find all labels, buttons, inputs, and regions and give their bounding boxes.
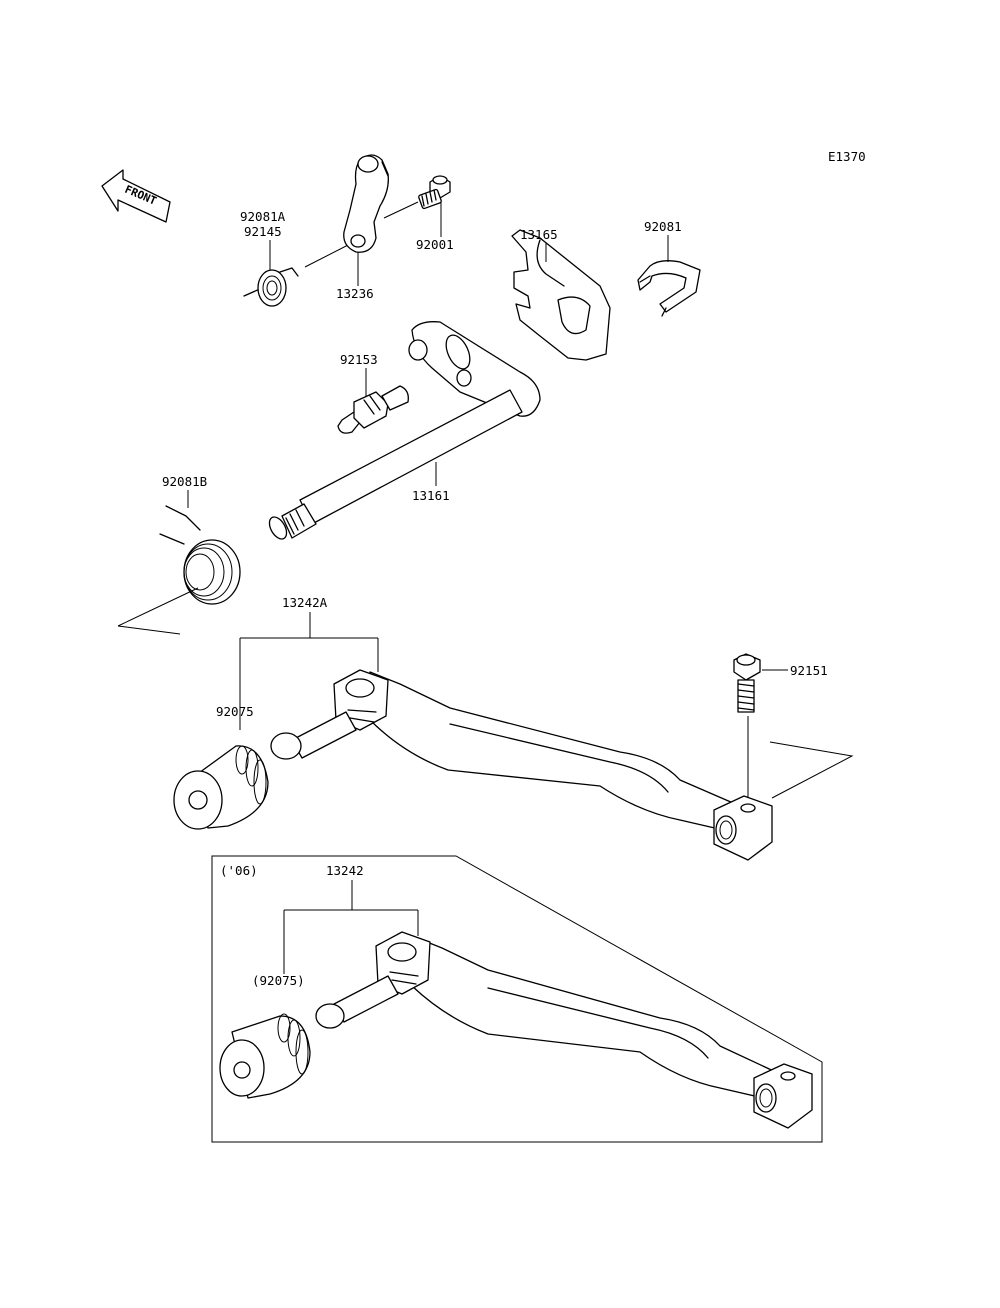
- pedal-13242: [315, 931, 813, 1129]
- label-92075-paren: (92075): [252, 973, 305, 988]
- label-92145: 92145: [244, 224, 282, 239]
- label-13242A: 13242A: [282, 595, 328, 610]
- axis-line-clamp: [769, 741, 854, 799]
- label-13165: 13165: [520, 227, 558, 242]
- pin-92153: [337, 385, 409, 434]
- label-13242: 13242: [326, 863, 364, 878]
- label-92151: 92151: [790, 663, 828, 678]
- spring-92081B: [159, 505, 241, 605]
- bolt-92001: [418, 175, 451, 210]
- label-13236: 13236: [336, 286, 374, 301]
- front-arrow-icon: FRONT: [101, 169, 171, 223]
- plate-13165: [511, 229, 611, 361]
- clip-92081: [637, 260, 701, 317]
- variant-label: ('06): [220, 863, 258, 878]
- variant-box: [211, 855, 823, 1143]
- spring-92145: [243, 267, 299, 307]
- rubber-92075-variant: [219, 1013, 311, 1099]
- label-92153: 92153: [340, 352, 378, 367]
- label-92081B: 92081B: [162, 474, 207, 489]
- bracket-13242: [283, 880, 419, 974]
- diagram-code: E1370: [828, 149, 866, 164]
- pedal-13242A: [270, 669, 773, 861]
- rubber-92075: [173, 745, 269, 830]
- label-92081: 92081: [644, 219, 682, 234]
- label-92081A: 92081A: [240, 209, 286, 224]
- axis-line-92081B: [117, 587, 199, 635]
- label-92075: 92075: [216, 704, 254, 719]
- bracket-13242A: [239, 612, 379, 730]
- axis-line-13236: [304, 242, 353, 268]
- axis-line-92001: [383, 201, 419, 219]
- arm-13236: [343, 154, 389, 253]
- bolt-92151: [733, 653, 761, 713]
- label-92001: 92001: [416, 237, 454, 252]
- shaft-13161: [268, 321, 541, 540]
- label-13161: 13161: [412, 488, 450, 503]
